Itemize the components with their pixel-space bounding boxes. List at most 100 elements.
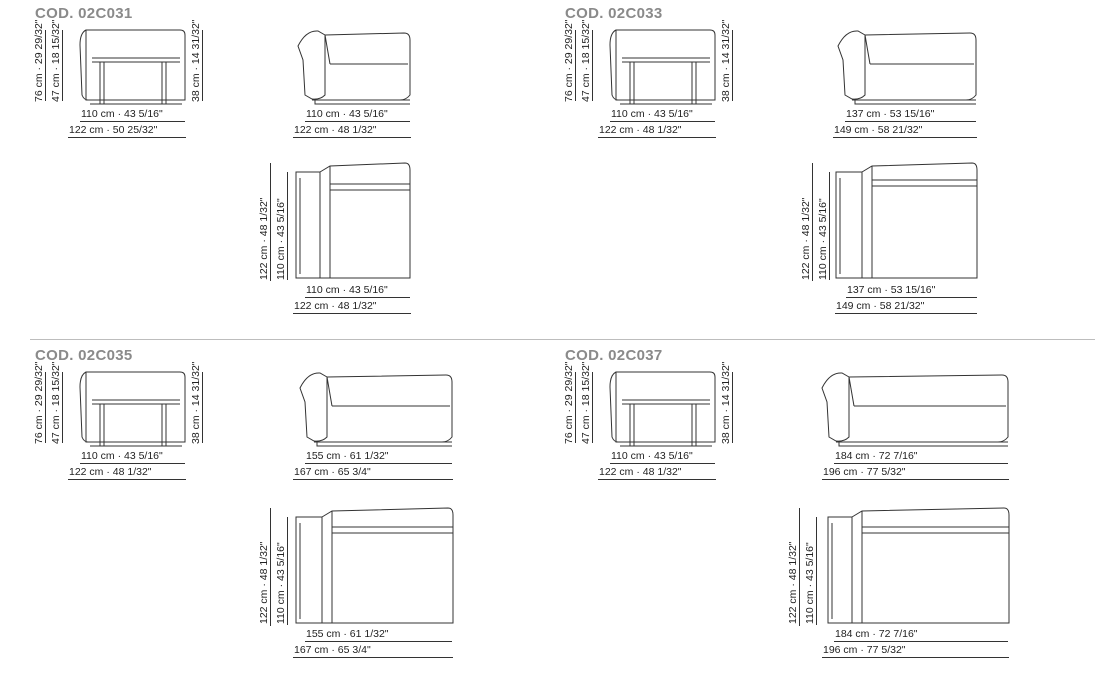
dimension-line: [68, 137, 186, 138]
dimension-label: 47 cm · 18 15/32": [50, 19, 62, 102]
dimension-line: [305, 297, 410, 298]
dimension-line: [68, 479, 186, 480]
dimension-line: [287, 172, 288, 280]
dimension-label: 122 cm · 48 1/32": [294, 300, 377, 312]
dimension-line: [834, 463, 1008, 464]
dimension-line: [293, 313, 411, 314]
dimension-label: 149 cm · 58 21/32": [836, 300, 925, 312]
dimension-line: [833, 137, 977, 138]
dimension-line: [45, 372, 46, 443]
dimension-line: [305, 121, 410, 122]
dimension-label: 110 cm · 43 5/16": [306, 284, 388, 296]
dimension-line: [598, 137, 716, 138]
section-code: COD. 02C035: [35, 347, 133, 364]
plan-view-drawing: [295, 507, 454, 624]
section-divider: [30, 339, 1095, 340]
dimension-label: 122 cm · 48 1/32": [69, 466, 152, 478]
dimension-label: 122 cm · 48 1/32": [599, 466, 682, 478]
side-view-drawing: [609, 371, 716, 447]
dimension-label: 155 cm · 61 1/32": [306, 628, 389, 640]
section-code: COD. 02C031: [35, 5, 133, 22]
dimension-line: [812, 163, 813, 281]
dimension-line: [287, 517, 288, 625]
dimension-label: 122 cm · 50 25/32": [69, 124, 158, 136]
side-view-drawing: [609, 29, 716, 105]
dimension-label: 47 cm · 18 15/32": [580, 361, 592, 444]
dimension-line: [80, 121, 185, 122]
dimension-line: [610, 463, 715, 464]
dimension-label: 110 cm · 43 5/16": [611, 450, 693, 462]
dimension-label: 167 cm · 65 3/4": [294, 466, 371, 478]
dimension-label: 122 cm · 48 1/32": [294, 124, 377, 136]
dimension-label: 137 cm · 53 15/16": [847, 284, 936, 296]
dimension-line: [45, 30, 46, 101]
dimension-line: [732, 30, 733, 101]
dimension-label: 167 cm · 65 3/4": [294, 644, 371, 656]
dimension-line: [270, 163, 271, 281]
dimension-label: 110 cm · 43 5/16": [275, 542, 287, 624]
dimension-line: [846, 297, 977, 298]
dimension-label: 110 cm · 43 5/16": [306, 108, 388, 120]
dimension-line: [816, 517, 817, 625]
dimension-line: [270, 508, 271, 626]
section-code: COD. 02C037: [565, 347, 663, 364]
dimension-label: 76 cm · 29 29/32": [33, 361, 45, 444]
dimension-line: [202, 30, 203, 101]
dimension-label: 38 cm · 14 31/32": [190, 19, 202, 102]
dimension-label: 122 cm · 48 1/32": [258, 197, 270, 280]
dimension-line: [305, 641, 452, 642]
front-view-drawing: [837, 30, 977, 105]
dimension-line: [80, 463, 185, 464]
dimension-line: [592, 30, 593, 101]
dimension-label: 184 cm · 72 7/16": [835, 450, 918, 462]
dimension-line: [575, 372, 576, 443]
dimension-label: 76 cm · 29 29/32": [33, 19, 45, 102]
dimension-line: [834, 641, 1008, 642]
dimension-line: [732, 372, 733, 443]
dimension-line: [62, 30, 63, 101]
plan-view-drawing: [827, 507, 1010, 624]
dimension-line: [598, 479, 716, 480]
dimension-label: 155 cm · 61 1/32": [306, 450, 389, 462]
dimension-line: [822, 657, 1009, 658]
dimension-label: 47 cm · 18 15/32": [50, 361, 62, 444]
dimension-line: [799, 508, 800, 626]
dimension-line: [822, 479, 1009, 480]
dimension-label: 76 cm · 29 29/32": [563, 19, 575, 102]
plan-view-drawing: [295, 162, 411, 279]
dimension-label: 137 cm · 53 15/16": [846, 108, 935, 120]
dimension-label: 47 cm · 18 15/32": [580, 19, 592, 102]
dimension-label: 110 cm · 43 5/16": [81, 450, 163, 462]
dimension-label: 38 cm · 14 31/32": [720, 361, 732, 444]
dimension-label: 122 cm · 48 1/32": [787, 541, 799, 624]
dimension-line: [202, 372, 203, 443]
dimension-label: 196 cm · 77 5/32": [823, 466, 906, 478]
dimension-label: 149 cm · 58 21/32": [834, 124, 923, 136]
dimension-line: [293, 479, 453, 480]
dimension-label: 38 cm · 14 31/32": [720, 19, 732, 102]
dimension-line: [62, 372, 63, 443]
dimension-label: 122 cm · 48 1/32": [258, 541, 270, 624]
section-code: COD. 02C033: [565, 5, 663, 22]
dimension-line: [829, 172, 830, 280]
dimension-label: 76 cm · 29 29/32": [563, 361, 575, 444]
dimension-label: 110 cm · 43 5/16": [611, 108, 693, 120]
dimension-label: 38 cm · 14 31/32": [190, 361, 202, 444]
dimension-label: 110 cm · 43 5/16": [275, 198, 287, 280]
dimension-label: 110 cm · 43 5/16": [804, 542, 816, 624]
dimension-line: [592, 372, 593, 443]
front-view-drawing: [821, 372, 1009, 447]
dimension-line: [575, 30, 576, 101]
dimension-line: [835, 313, 977, 314]
side-view-drawing: [79, 29, 186, 105]
plan-view-drawing: [835, 162, 978, 279]
dimension-line: [293, 137, 411, 138]
dimension-label: 122 cm · 48 1/32": [800, 197, 812, 280]
dimension-line: [293, 657, 453, 658]
front-view-drawing: [299, 372, 453, 447]
front-view-drawing: [297, 30, 411, 105]
side-view-drawing: [79, 371, 186, 447]
dimension-label: 184 cm · 72 7/16": [835, 628, 918, 640]
dimension-line: [305, 463, 452, 464]
